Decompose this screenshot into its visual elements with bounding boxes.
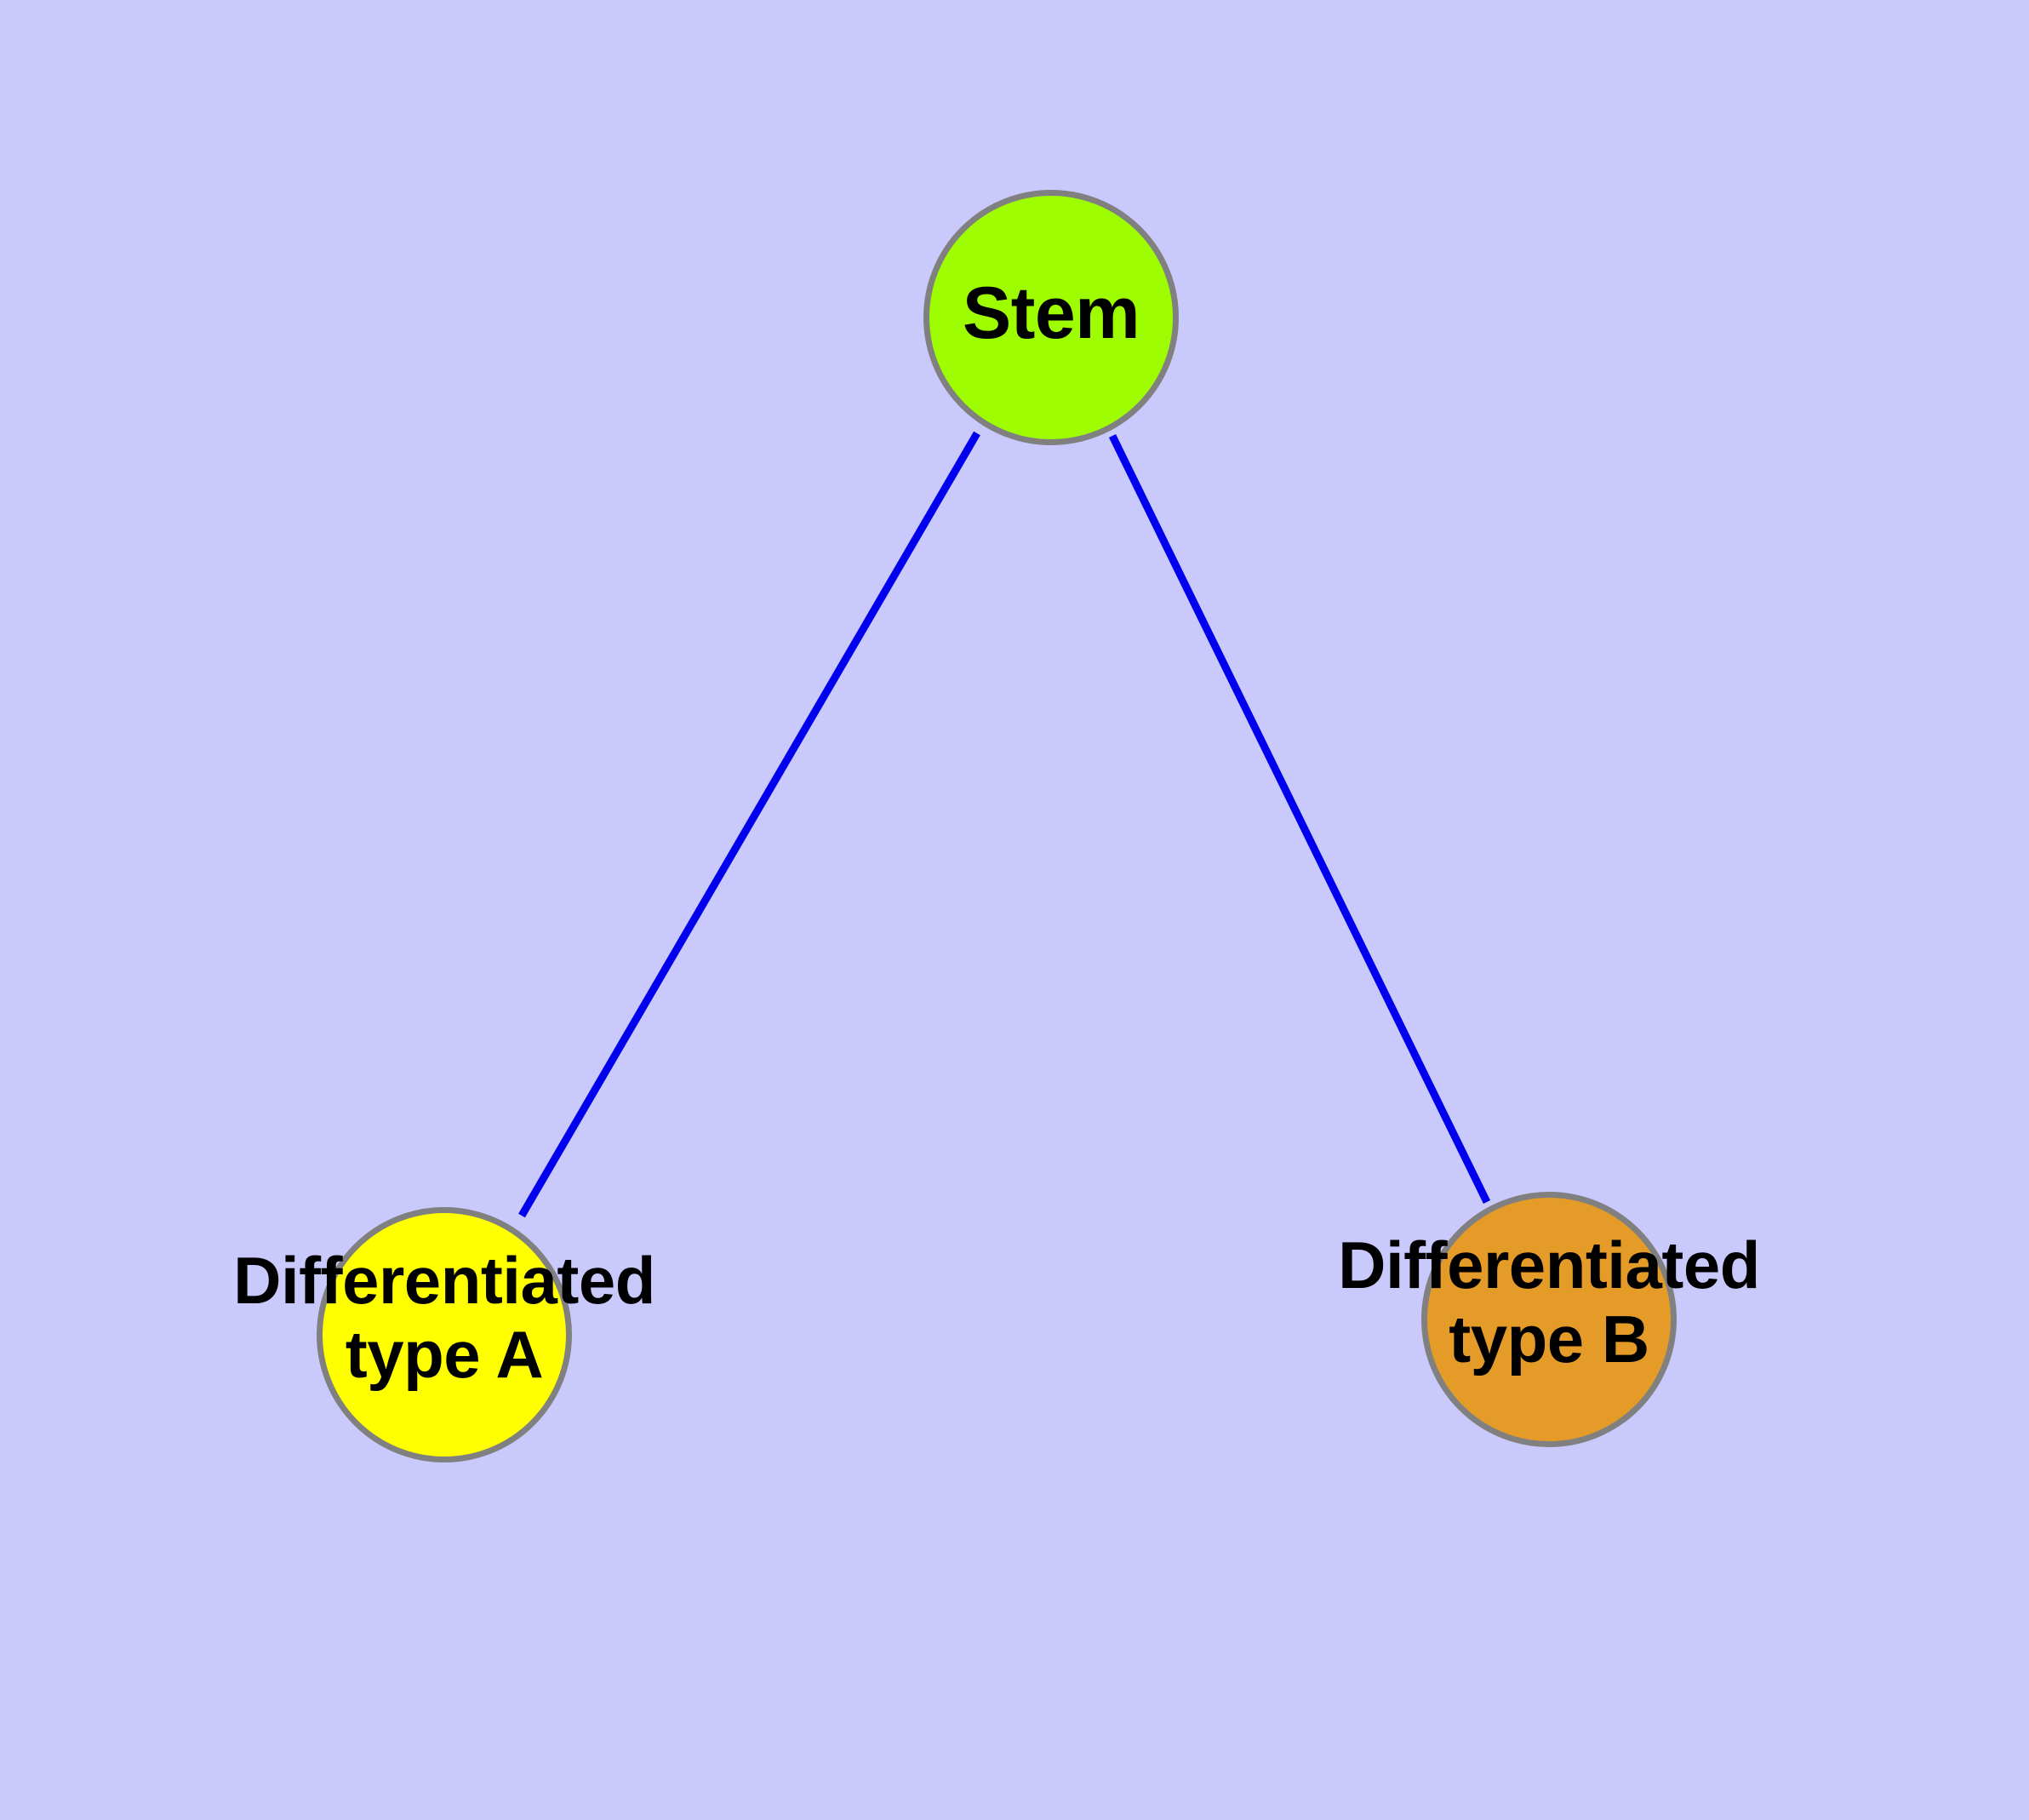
node-stem[interactable] — [923, 190, 1179, 445]
node-differentiated-type-a[interactable] — [317, 1207, 572, 1462]
edge-stem-to-differentiated-type-a — [518, 431, 980, 1218]
edge-stem-to-differentiated-type-b — [1108, 434, 1491, 1204]
node-differentiated-type-b[interactable] — [1421, 1192, 1677, 1447]
